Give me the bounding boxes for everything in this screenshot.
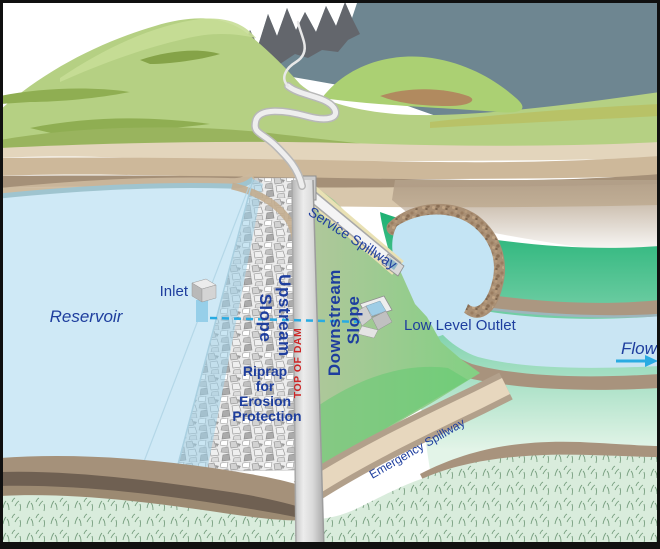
emergency-spillway-channel bbox=[297, 377, 511, 502]
vegetation bbox=[0, 454, 660, 549]
hill-shadow-2 bbox=[30, 118, 210, 134]
reservoir-label: Reservoir bbox=[50, 307, 124, 326]
pool-rock-riprap bbox=[387, 204, 504, 317]
inlet-label: Inlet bbox=[160, 283, 189, 300]
hill-highlight bbox=[60, 18, 256, 82]
hill-brown-patch bbox=[380, 89, 473, 106]
winding-road bbox=[251, 20, 340, 190]
right-brown-slope bbox=[392, 180, 660, 258]
service-spillway-edge-1 bbox=[312, 189, 402, 264]
upstream-slope-label: Upstream Slope bbox=[256, 274, 294, 362]
hill-shadow-3 bbox=[140, 50, 220, 64]
top-of-dam-label: TOP OF DAM bbox=[292, 328, 304, 399]
reservoir-shoreline bbox=[0, 177, 255, 199]
strata-1 bbox=[0, 141, 660, 161]
flow-label: Flow bbox=[621, 339, 659, 358]
downstream-slope bbox=[310, 183, 480, 549]
plunge-pool-water bbox=[392, 214, 494, 337]
strata-2 bbox=[0, 156, 660, 179]
inlet-structure bbox=[191, 278, 217, 322]
outlet-conduit-dashed-line bbox=[209, 316, 367, 324]
reservoir-edge-line-2 bbox=[139, 183, 251, 473]
downstream-slope-label: Downstream Slope bbox=[325, 264, 363, 376]
hill-round-right bbox=[322, 56, 523, 113]
reservoir-edge-line-1 bbox=[175, 178, 254, 473]
low-level-outlet-structure bbox=[355, 295, 393, 339]
hill-shadow-1 bbox=[0, 88, 130, 104]
riprap-label: Riprap for Erosion Protection bbox=[232, 363, 301, 424]
reservoir-water bbox=[0, 179, 253, 472]
crest-edge-right bbox=[312, 179, 325, 549]
riprap-submerged-wedge bbox=[176, 178, 263, 472]
dam-crest-road bbox=[292, 180, 324, 549]
low-level-outlet-label: Low Level Outlet bbox=[404, 317, 517, 334]
reservoir-shore-tan bbox=[0, 172, 256, 196]
crest-edge-left bbox=[291, 179, 297, 549]
bottom-right-bank bbox=[420, 441, 660, 482]
spillway-outlet-structure bbox=[381, 253, 405, 277]
image-border bbox=[0, 542, 660, 549]
service-spillway-edge-2 bbox=[305, 197, 395, 271]
flow-arrow-icon bbox=[616, 355, 658, 367]
service-spillway-channel bbox=[306, 189, 401, 271]
hill-olive-streak bbox=[430, 104, 660, 128]
